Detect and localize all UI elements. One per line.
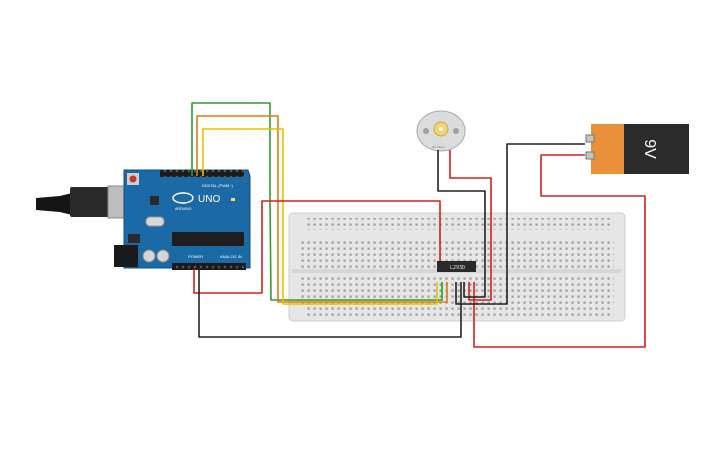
breadboard-top-rail-holes xyxy=(306,218,612,230)
uno-logo-text: UNO xyxy=(198,194,220,205)
battery-voltage-label: 9V xyxy=(641,139,658,159)
arduino-uno-board[interactable]: DIGITAL (PWM~) UNO ARDUINO POWER ANALOG … xyxy=(36,169,251,270)
battery-body xyxy=(624,124,689,174)
usb-plug xyxy=(70,187,110,217)
battery-terminal-cap xyxy=(591,124,627,174)
wires xyxy=(191,102,646,348)
status-led xyxy=(231,198,235,201)
capacitor-1 xyxy=(142,249,156,263)
arduino-brand-text: ARDUINO xyxy=(175,207,192,211)
wire-black-motor[interactable] xyxy=(437,150,486,298)
usb-cable xyxy=(36,193,72,215)
power-header-label: POWER xyxy=(188,254,203,259)
battery-9v[interactable]: 9V xyxy=(585,124,689,174)
usb-interface-chip xyxy=(150,196,159,205)
dc-power-jack xyxy=(114,245,138,267)
capacitor-2 xyxy=(156,249,170,263)
power-analog-header xyxy=(172,263,246,270)
wire-yellow[interactable] xyxy=(202,128,438,305)
wire-black-arduino-gnd[interactable] xyxy=(198,269,462,338)
atmega-microcontroller xyxy=(172,232,244,246)
wire-green[interactable] xyxy=(191,102,443,301)
voltage-regulator xyxy=(128,234,140,243)
breadboard-bottom-rail-holes xyxy=(306,306,612,318)
wire-orange[interactable] xyxy=(196,115,448,303)
dc-motor[interactable]: DC Motor xyxy=(416,110,466,152)
wire-black-battery[interactable] xyxy=(455,143,585,305)
analog-header-label: ANALOG IN xyxy=(220,254,242,259)
breadboard-bottom-strip-holes xyxy=(300,274,614,304)
l293d-motor-driver[interactable]: L293D xyxy=(437,261,476,272)
crystal-oscillator xyxy=(145,216,165,227)
arduino-logo xyxy=(172,192,194,204)
motor-caption: DC Motor xyxy=(432,145,445,149)
chip-label: L293D xyxy=(450,265,465,271)
digital-header xyxy=(160,170,244,177)
wire-red-arduino-5v[interactable] xyxy=(193,200,441,294)
wire-red-battery[interactable] xyxy=(473,154,646,348)
chip-body xyxy=(437,261,476,272)
digital-header-label: DIGITAL (PWM~) xyxy=(202,183,234,188)
